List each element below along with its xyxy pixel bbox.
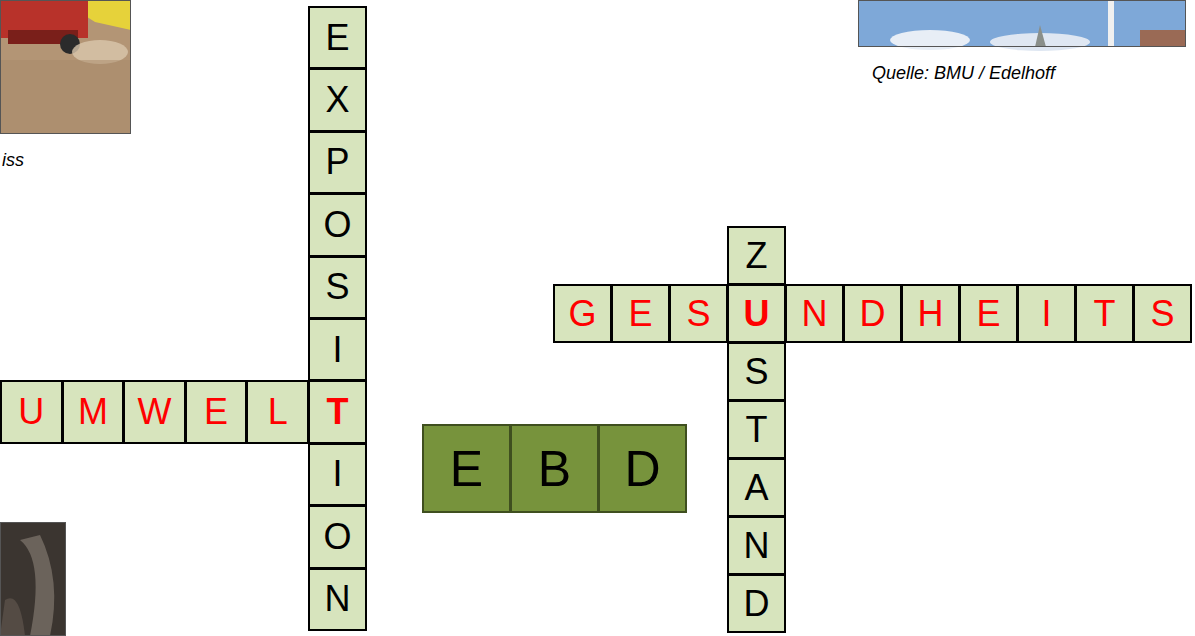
crossword-cell: I <box>308 318 367 381</box>
cell-letter: E <box>976 296 1000 332</box>
cell-letter: A <box>744 470 768 506</box>
cell-letter: H <box>918 296 944 332</box>
cell-letter: E <box>204 394 228 430</box>
cell-letter: U <box>18 394 44 430</box>
field-photo <box>0 0 131 134</box>
crossword-cell: A <box>727 458 786 517</box>
cell-letter: I <box>332 456 342 492</box>
crossword-cell: Z <box>727 226 786 285</box>
crossword-cell: S <box>727 342 786 401</box>
crossword-cell: N <box>727 516 786 575</box>
crossword-cell: I <box>308 443 367 506</box>
cell-letter: B <box>538 444 571 494</box>
crossword-cell: P <box>308 131 367 194</box>
crossword-cell: L <box>246 380 309 443</box>
cell-letter: T <box>327 394 349 430</box>
cell-letter: O <box>323 207 351 243</box>
sky-photo <box>858 0 1186 51</box>
crossword-cell: E <box>611 284 670 343</box>
cell-letter: E <box>628 296 652 332</box>
crossword-cell: U <box>727 284 786 343</box>
crossword-cell: E <box>185 380 248 443</box>
abbreviation-cell: D <box>598 424 687 513</box>
cell-letter: T <box>746 412 768 448</box>
cell-letter: N <box>325 581 351 617</box>
cell-letter: T <box>1094 296 1116 332</box>
cell-letter: M <box>78 394 108 430</box>
crossword-cell: M <box>62 380 125 443</box>
crossword-cell: W <box>123 380 186 443</box>
cell-letter: Z <box>746 238 768 274</box>
cell-letter: P <box>325 144 349 180</box>
photo-credit: Quelle: BMU / Edelhoff <box>872 63 1055 84</box>
crossword-cell: E <box>308 6 367 69</box>
cell-letter: L <box>268 394 288 430</box>
cell-letter: D <box>624 444 660 494</box>
abbreviation-cell: E <box>422 424 511 513</box>
crossword-cell: U <box>0 380 63 443</box>
cell-letter: S <box>1150 296 1174 332</box>
crossword-cell: X <box>308 68 367 131</box>
cell-letter: S <box>325 269 349 305</box>
crossword-cell: S <box>308 256 367 319</box>
crossword-cell: H <box>901 284 960 343</box>
crossword-cell: O <box>308 505 367 568</box>
crossword-cell: E <box>959 284 1018 343</box>
cell-letter: U <box>744 296 770 332</box>
cell-letter: D <box>860 296 886 332</box>
cell-letter: G <box>568 296 596 332</box>
crossword-cell: T <box>308 380 367 443</box>
crossword-cell: S <box>1133 284 1192 343</box>
cell-letter: N <box>744 528 770 564</box>
abbreviation-cell: B <box>510 424 599 513</box>
cell-letter: S <box>686 296 710 332</box>
photo-credit: iss <box>2 150 24 171</box>
crossword-cell: N <box>785 284 844 343</box>
object-photo <box>0 522 66 636</box>
cell-letter: E <box>450 444 483 494</box>
crossword-cell: I <box>1017 284 1076 343</box>
crossword-cell: G <box>553 284 612 343</box>
cell-letter: O <box>323 519 351 555</box>
crossword-cell: D <box>843 284 902 343</box>
crossword-cell: N <box>308 568 367 631</box>
cell-letter: N <box>802 296 828 332</box>
crossword-cell: T <box>1075 284 1134 343</box>
crossword-cell: O <box>308 193 367 256</box>
crossword-cell: S <box>669 284 728 343</box>
crossword-cell: D <box>727 574 786 633</box>
cell-letter: E <box>325 20 349 56</box>
cell-letter: I <box>332 332 342 368</box>
cell-letter: D <box>744 586 770 622</box>
cell-letter: I <box>1041 296 1051 332</box>
crossword-cell: T <box>727 400 786 459</box>
cell-letter: S <box>744 354 768 390</box>
cell-letter: W <box>137 394 171 430</box>
cell-letter: X <box>325 82 349 118</box>
